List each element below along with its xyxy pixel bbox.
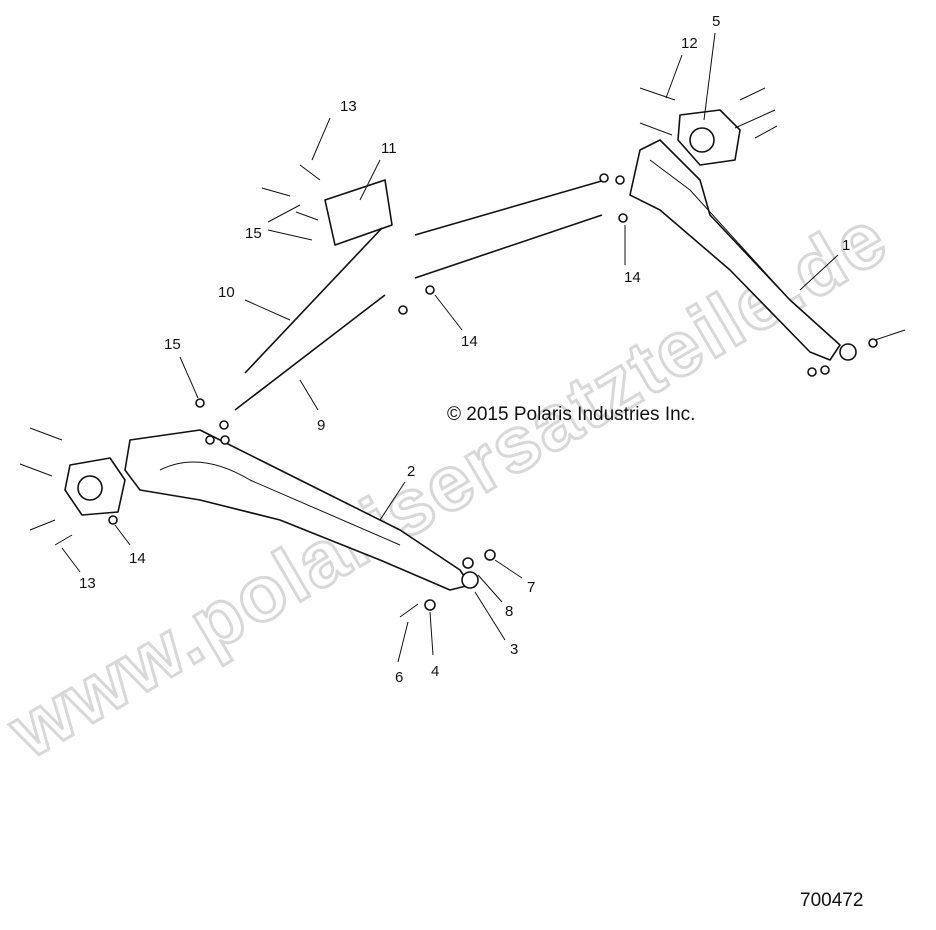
callout-12: 12 bbox=[681, 35, 698, 52]
trailing-arm-right bbox=[629, 139, 857, 361]
callout-11: 11 bbox=[381, 140, 397, 157]
callout-4: 4 bbox=[431, 663, 439, 680]
callout-10: 10 bbox=[218, 284, 235, 301]
callout-13: 13 bbox=[79, 575, 96, 592]
callout-14: 14 bbox=[461, 333, 478, 350]
callout-9: 9 bbox=[317, 417, 325, 434]
bearing-carrier-right bbox=[677, 109, 741, 166]
callout-15: 15 bbox=[164, 336, 181, 353]
callout-2: 2 bbox=[407, 463, 415, 480]
bearing-carrier-left bbox=[64, 457, 126, 516]
callout-14: 14 bbox=[624, 269, 641, 286]
callout-14: 14 bbox=[129, 550, 146, 567]
leader-lines bbox=[61, 32, 839, 663]
callout-13: 13 bbox=[340, 98, 357, 115]
trailing-arm-left bbox=[124, 429, 479, 591]
callout-3: 3 bbox=[510, 641, 518, 658]
copyright-notice: © 2015 Polaris Industries Inc. bbox=[447, 404, 695, 425]
callout-8: 8 bbox=[505, 603, 513, 620]
bracket bbox=[324, 179, 393, 246]
callout-5: 5 bbox=[712, 13, 720, 30]
control-links bbox=[234, 179, 606, 411]
figure-number: 700472 bbox=[800, 890, 863, 911]
callout-1: 1 bbox=[842, 237, 850, 254]
callout-15: 15 bbox=[245, 225, 262, 242]
callout-7: 7 bbox=[527, 579, 535, 596]
callout-6: 6 bbox=[395, 669, 403, 686]
fasteners bbox=[19, 87, 906, 618]
callouts: 13 11 12 5 15 10 1 14 14 15 9 2 14 13 7 … bbox=[79, 13, 850, 686]
